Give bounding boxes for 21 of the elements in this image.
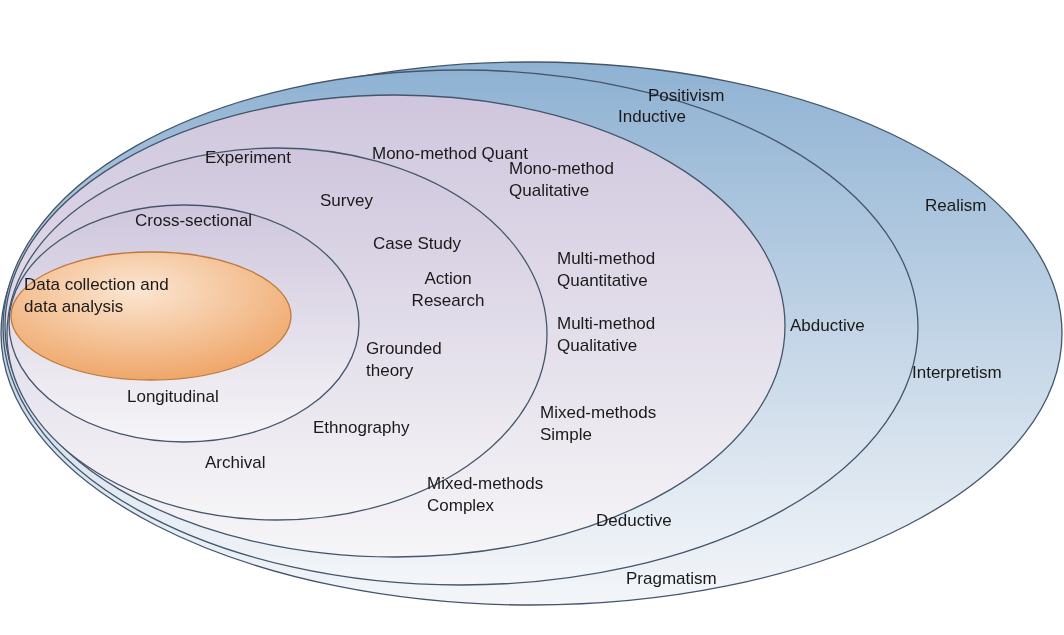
ring-label: Pragmatism: [626, 568, 717, 590]
ring-label: Action Research: [410, 268, 486, 312]
ring-label: Mixed-methods Complex: [427, 473, 545, 517]
ring-label: Grounded theory: [366, 338, 443, 382]
ring-label: Data collection and data analysis: [24, 274, 170, 318]
ring-label: Case Study: [373, 233, 461, 255]
ring-label: Archival: [205, 452, 266, 474]
ring-label: Inductive: [618, 106, 687, 128]
ring-label: Experiment: [205, 147, 291, 169]
ring-label: Longitudinal: [127, 386, 219, 408]
ring-label: Abductive: [790, 315, 865, 337]
ring-label: Survey: [320, 190, 373, 212]
ring-label: Positivism: [648, 85, 725, 107]
ring-label: Multi-method Quantitative: [557, 248, 657, 292]
ring-label: Interpretism: [912, 362, 1002, 384]
ring-label: Mixed-methods Simple: [540, 402, 658, 446]
ring-label: Deductive: [596, 510, 672, 532]
ring-label: Ethnography: [313, 417, 410, 439]
ring-label: Cross-sectional: [135, 210, 253, 232]
ring-label: Multi-method Qualitative: [557, 313, 657, 357]
ring-label: Realism: [925, 195, 987, 217]
